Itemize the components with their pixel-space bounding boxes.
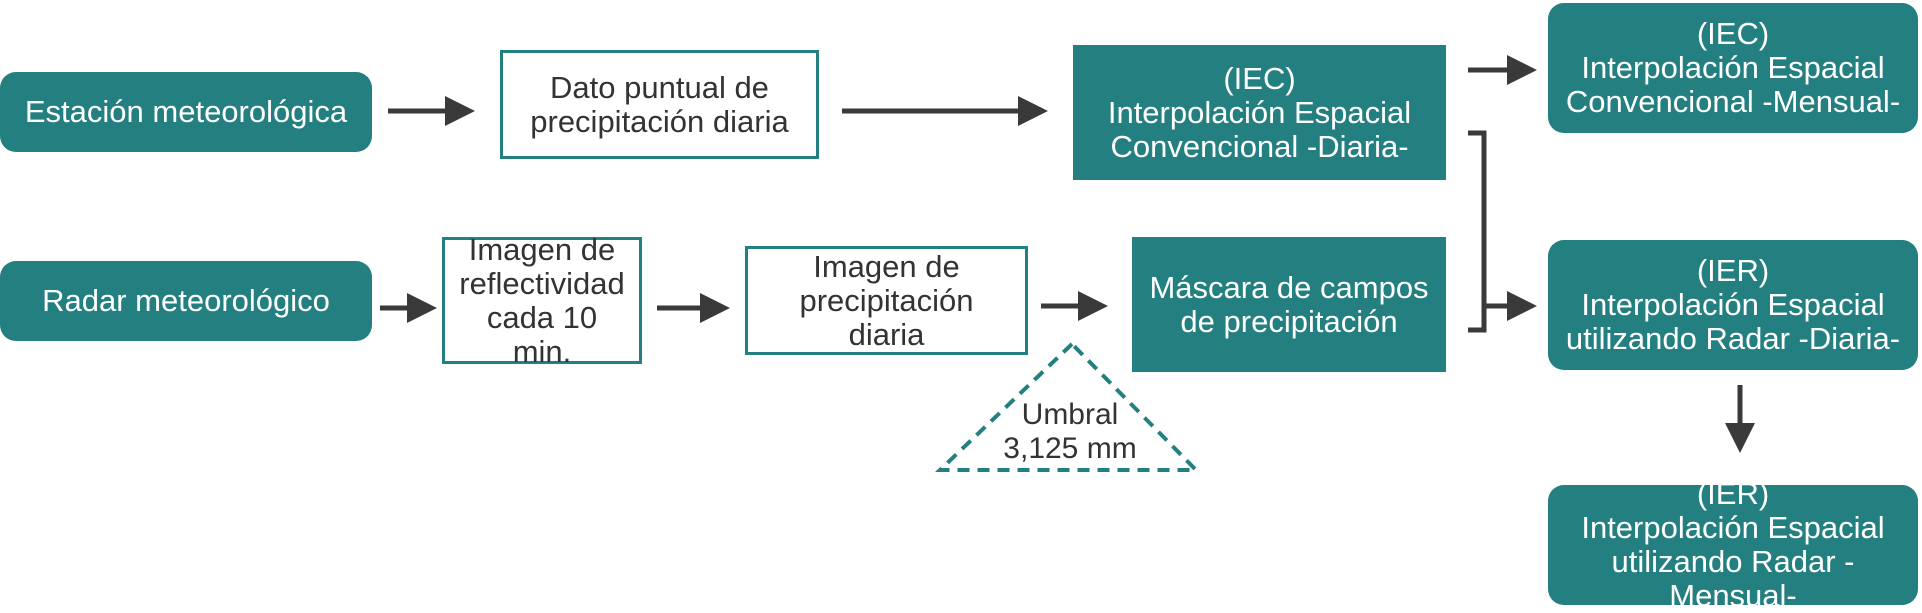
iec-diaria-box: (IEC) Interpolación Espacial Convenciona… — [1073, 45, 1446, 180]
ier-diaria-label: (IER) Interpolación Espacial utilizando … — [1565, 253, 1901, 356]
radar-meteorologico-label: Radar meteorológico — [42, 283, 330, 318]
ier-mensual-label: (IER) Interpolación Espacial utilizando … — [1581, 476, 1885, 613]
iec-diaria-label: (IEC) Interpolación Espacial Convenciona… — [1107, 60, 1412, 164]
mascara-box: Máscara de campos de precipitación — [1132, 237, 1446, 372]
reflectividad-label: Imagen de reflectividad cada 10 min. — [459, 231, 625, 369]
estacion-meteorologica-box: Estación meteorológica — [0, 72, 372, 152]
ier-diaria-box: (IER) Interpolación Espacial utilizando … — [1548, 240, 1918, 370]
estacion-meteorologica-label: Estación meteorológica — [24, 94, 348, 129]
dato-puntual-box: Dato puntual de precipitación diaria — [500, 50, 819, 159]
bracket-merge-connector — [1468, 130, 1487, 333]
radar-meteorologico-box: Radar meteorológico — [0, 261, 372, 341]
iec-mensual-label: (IEC) Interpolación Espacial Convenciona… — [1565, 16, 1901, 119]
iec-mensual-box: (IEC) Interpolación Espacial Convenciona… — [1548, 3, 1918, 133]
umbral-threshold-triangle — [935, 341, 1201, 472]
ier-mensual-box: (IER) Interpolación Espacial utilizando … — [1548, 477, 1918, 613]
dato-puntual-label: Dato puntual de precipitación diaria — [530, 69, 789, 139]
precipitacion-diaria-label: Imagen de precipitación diaria — [799, 248, 974, 352]
umbral-label: Umbral 3,125 mm — [1003, 398, 1137, 465]
reflectividad-box: Imagen de reflectividad cada 10 min. — [442, 232, 642, 368]
mascara-label: Máscara de campos de precipitación — [1149, 269, 1429, 339]
precipitacion-diaria-box: Imagen de precipitación diaria — [745, 246, 1028, 355]
